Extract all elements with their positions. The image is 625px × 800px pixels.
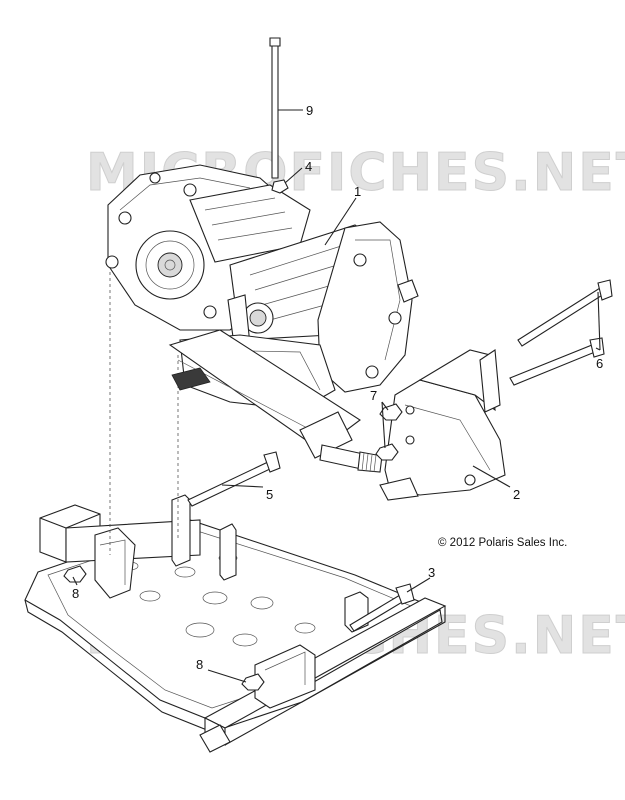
callout-2: 2 [513, 487, 520, 502]
nut-8-upper [63, 565, 87, 583]
callout-6: 6 [596, 356, 603, 371]
nut-3 [271, 179, 289, 194]
nuts-7 [375, 403, 403, 461]
bolt-5 [187, 451, 281, 507]
callout-8-lower: 8 [196, 657, 203, 672]
nut-8-lower [241, 673, 265, 691]
long-bolt-9 [269, 37, 281, 179]
leader-lines [72, 109, 601, 683]
callout-3: 4 [305, 159, 312, 174]
callout-4: 3 [428, 565, 435, 580]
callout-8-upper: 8 [72, 586, 79, 601]
copyright-notice: © 2012 Polaris Sales Inc. [438, 537, 567, 549]
transmission-assembly [105, 164, 419, 473]
vehicle-frame [24, 494, 447, 753]
bolts-6 [509, 279, 613, 386]
callout-7: 7 [370, 388, 377, 403]
bolt-4 [349, 583, 415, 632]
mount-bracket [379, 349, 506, 501]
callout-5: 5 [266, 487, 273, 502]
callout-1: 1 [354, 184, 361, 199]
callout-9: 9 [306, 103, 313, 118]
